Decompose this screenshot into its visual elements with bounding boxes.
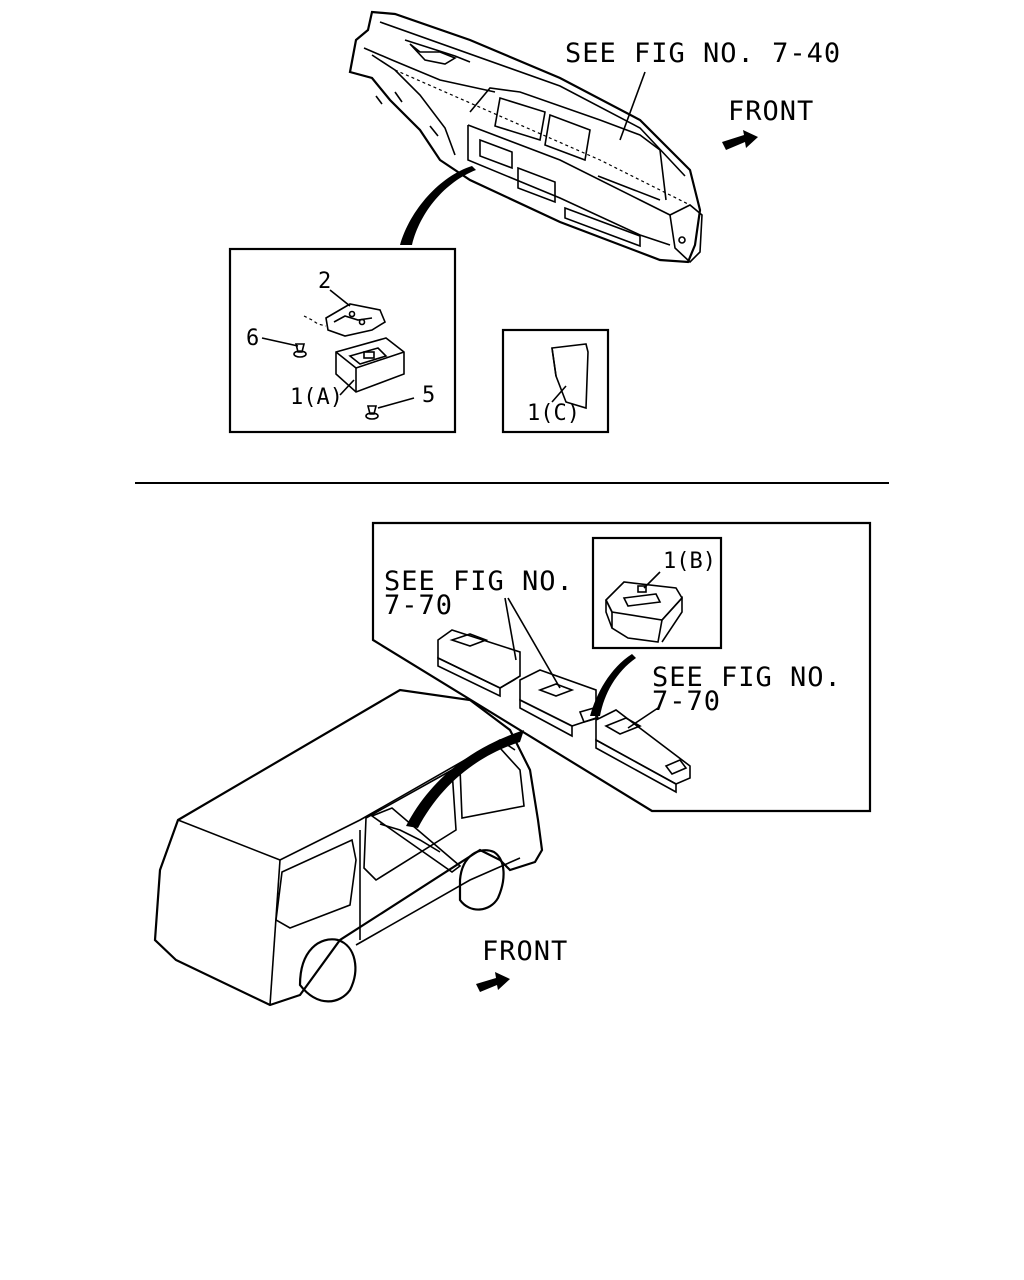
detail-box-part-c: [501, 328, 610, 434]
detail-box-module-a: [228, 247, 457, 434]
switch-part-1c: [551, 343, 589, 410]
ref-leader-left-b: [507, 597, 561, 689]
callout-6: 6: [246, 326, 259, 351]
callout-1c: 1(C): [527, 401, 580, 426]
callout-1a: 1(A): [290, 385, 343, 410]
ref-left-line1: SEE FIG NO.: [384, 566, 574, 597]
callout-2: 2: [318, 269, 331, 294]
pointer-to-part-b: [590, 654, 636, 716]
callout-1b: 1(B): [663, 549, 716, 574]
screw-5-icon: [365, 397, 415, 420]
ref-dashboard-label: SEE FIG NO. 7-40: [565, 38, 841, 69]
bracket-part-2: [325, 289, 387, 337]
floor-console-rail: [437, 629, 691, 794]
switch-part-1b: [605, 571, 683, 643]
front-arrow-icon-top: [722, 130, 758, 150]
ref-left-line2: 7-70: [384, 590, 453, 621]
top-detail-pointer: [400, 166, 476, 245]
callout-5: 5: [422, 383, 435, 408]
dashed-mount-line: [303, 315, 327, 327]
ref-right-line1: SEE FIG NO.: [652, 662, 842, 693]
ref-leader-left-a: [504, 597, 517, 661]
van-illustration: [153, 688, 544, 1007]
dashboard-assembly-drawing: [348, 10, 703, 264]
detail-box-part-b: [591, 536, 723, 650]
ref-right-line2: 7-70: [652, 686, 721, 717]
van-detail-pointer: [406, 730, 524, 828]
front-label-bottom: FRONT: [482, 936, 568, 967]
ref-leader-right: [627, 707, 659, 729]
front-label-top: FRONT: [728, 96, 814, 127]
detail-panel-outline: [371, 521, 872, 813]
screw-6-icon: [261, 337, 307, 358]
control-module-1a: [335, 337, 405, 396]
ref-leader-line: [619, 71, 646, 141]
front-arrow-icon-bottom: [476, 972, 510, 992]
